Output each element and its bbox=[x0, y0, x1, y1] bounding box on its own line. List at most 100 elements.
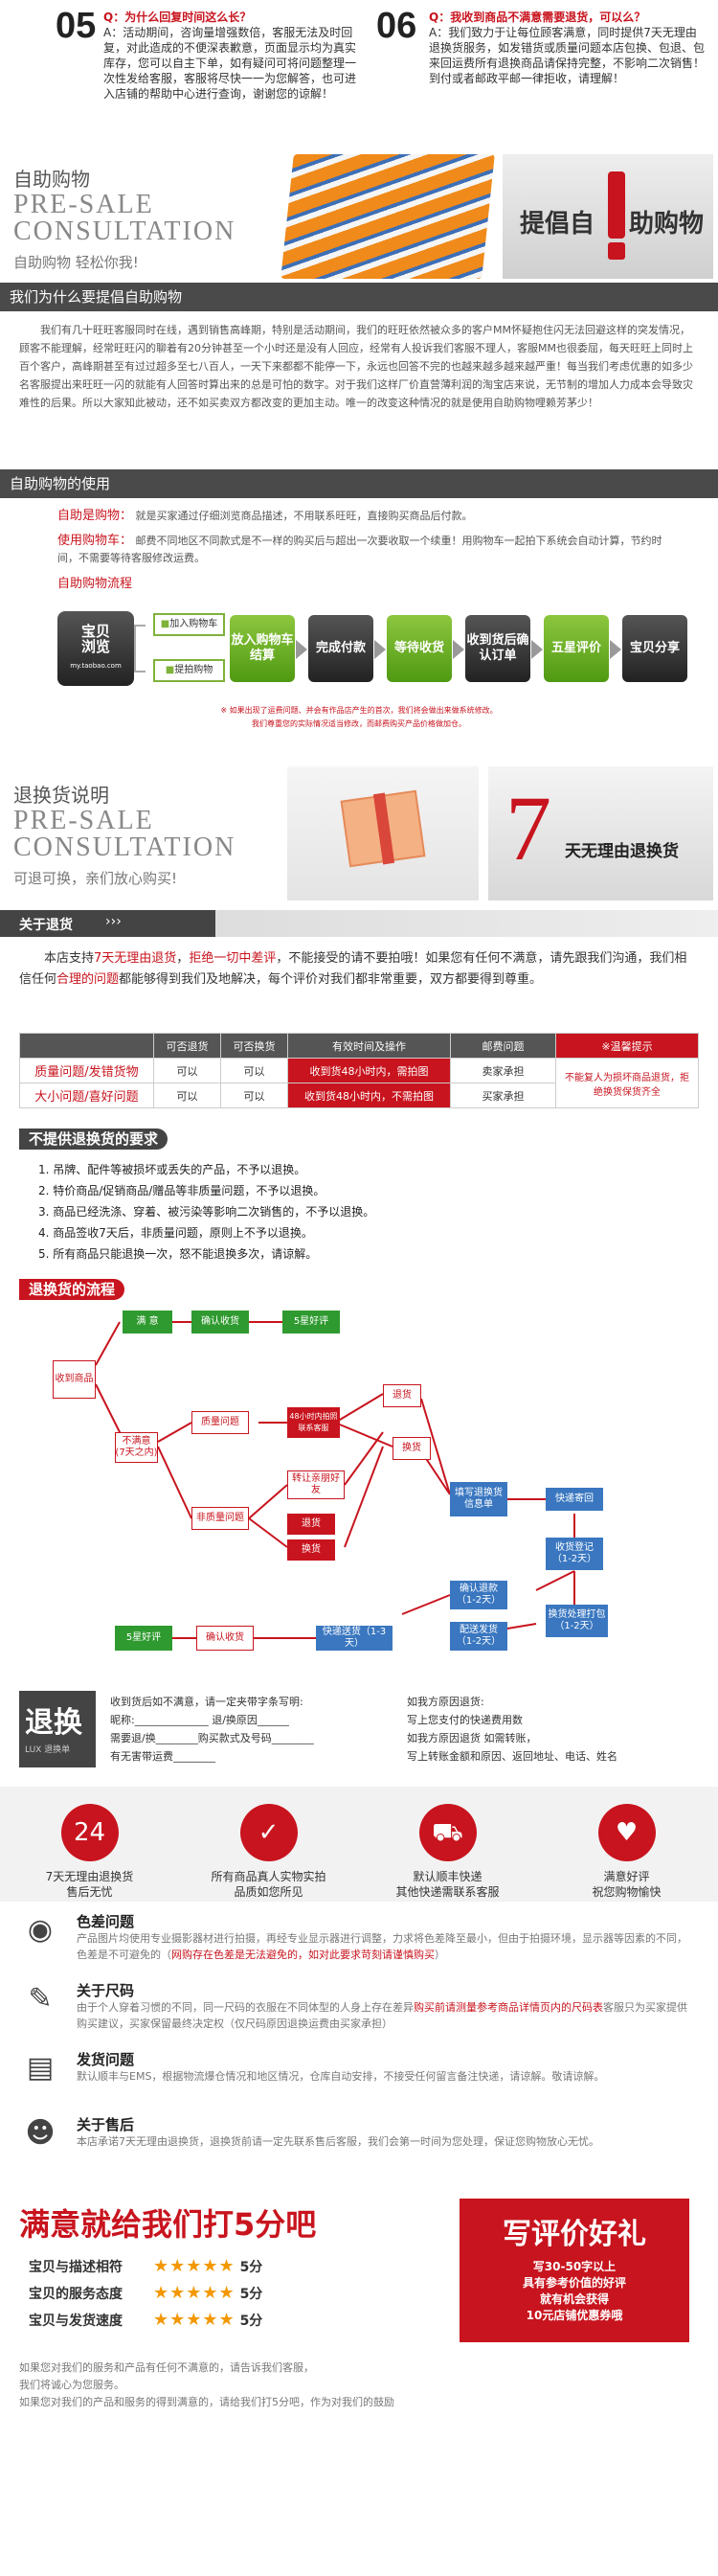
faq-question-6: Q：我收到商品不满意需要退货，可以么？ A：我们致力于让每位顾客满意，同时提供7… bbox=[429, 10, 707, 86]
rating-row: 宝贝的服务态度★★★★★ 5分 bbox=[29, 2281, 345, 2307]
flow-express: 快递送货（1-3天） bbox=[316, 1626, 393, 1651]
note-tail: ） bbox=[435, 1949, 445, 1961]
flow-option-direct: ■提拍购物 bbox=[153, 659, 225, 682]
use-line-1-text: 就是买家通过仔细浏览商品描述，不用联系旺旺，直接购买商品后付款。 bbox=[135, 510, 473, 522]
rating-row: 宝贝与描述相符★★★★★ 5分 bbox=[29, 2254, 345, 2280]
table-header-row: 可否退货 可否换货 有效时间及操作 邮费问题 ※温馨提示 bbox=[19, 1033, 699, 1059]
note-tail: 客服只为买家提供购买建议，买家保留最终决定权（仅尺码原因退换运费由买家承担） bbox=[77, 2001, 687, 2030]
rating-foot-2: 我们将诚心为您服务。 bbox=[19, 2379, 124, 2391]
seven-number: 7 bbox=[505, 777, 551, 879]
selfbuy-en-1: PRE-SALE bbox=[13, 190, 154, 219]
rule-item: 2. 特价商品/促销商品/赠品等非质量问题，不予以退换。 bbox=[38, 1184, 325, 1197]
about-hl-1: 7天无理由退货 bbox=[94, 951, 177, 966]
flow-arrow-1 bbox=[296, 640, 307, 659]
faq-answer-5: A：活动期间，咨询量增强数倍，客服无法及时回复，对此造成的不便深表歉意，页面显示… bbox=[103, 26, 357, 101]
rating-label: 宝贝与描述相符 bbox=[29, 2260, 123, 2275]
note-title: 发货问题 bbox=[77, 2051, 135, 2068]
table-header: 有效时间及操作 bbox=[287, 1033, 451, 1059]
flow-step-wait: 等待收货 bbox=[387, 615, 452, 682]
use-line-1-label: 自助是购物： bbox=[57, 509, 133, 523]
review-gift-badge: 写评价好礼 写30-50字以上 具有参考价值的好评 就有机会获得 10元店铺优惠… bbox=[460, 2199, 689, 2342]
tag-icon: ✓ bbox=[239, 1804, 298, 1861]
returns-banner: 退换货说明 PRE-SALE CONSULTATION 可退可换，亲们放心购买!… bbox=[0, 757, 718, 910]
table-cell: 收到货48小时内，不需拍图 bbox=[287, 1083, 451, 1108]
form-line: 写上转账金额和原因、返回地址、电话、姓名 bbox=[407, 1750, 617, 1763]
service-item: ♥ 满意好评 祝您购物愉快 bbox=[537, 1804, 716, 1900]
flow-courier: 配送发货（1-2天） bbox=[450, 1622, 507, 1651]
note-text: 默认顺丰与EMS，根据物流爆仓情况和地区情况，仓库自动安排，不接受任何留言备注快… bbox=[77, 2068, 689, 2085]
flow-arrow-5 bbox=[610, 640, 621, 659]
service-line-2: 品质如您所见 bbox=[234, 1885, 303, 1899]
service-line-2: 祝您购物愉快 bbox=[592, 1885, 662, 1899]
flow-confirm-2: 确认收货 bbox=[196, 1626, 254, 1651]
rule-item: 4. 商品签收7天后，非质量问题，原则上不予以退换。 bbox=[38, 1226, 313, 1240]
table-header: 可否换货 bbox=[220, 1033, 288, 1059]
rating-section: 满意就给我们打5分吧 宝贝与描述相符★★★★★ 5分 宝贝的服务态度★★★★★ … bbox=[0, 2189, 718, 2428]
flow-five-star-2: 5星好评 bbox=[115, 1626, 172, 1651]
use-title: 自助购物的使用 bbox=[0, 469, 718, 498]
rating-row: 宝贝与发货速度★★★★★ 5分 bbox=[29, 2308, 345, 2334]
about-text-b: ， bbox=[176, 951, 190, 966]
faq-number-6: 06 bbox=[376, 6, 417, 46]
use-line-2-label: 使用购物车： bbox=[57, 534, 133, 548]
flow-unsatisfied: 不满意 (7天之内) bbox=[115, 1432, 158, 1463]
return-flow-lines bbox=[95, 1321, 575, 1639]
seven-text: 天无理由退换货 bbox=[565, 842, 679, 861]
flow-note-1: ※ 如果出现了运费问题、并会有作品店产生的首次，我们将会做出来做系统修改。 bbox=[220, 706, 498, 715]
rating-score: 5分 bbox=[239, 2287, 263, 2302]
service-item: ✓ 所有商品真人实物实拍 品质如您所见 bbox=[179, 1804, 358, 1900]
faq-answer-6: A：我们致力于让每位顾客满意，同时提供7天无理由退换货服务，如发错货或质量问题本… bbox=[429, 26, 706, 85]
exclaim-icon bbox=[608, 171, 625, 239]
flow-option-cart-label: 加入购物车 bbox=[169, 619, 218, 629]
flow-note-2: 我们尊重您的实际情况适当修改，而邮费购买产品价格做加仓。 bbox=[252, 719, 466, 728]
flow-check-in: 收货登记（1-2天） bbox=[546, 1538, 603, 1570]
form-line: 需要退/换________购买款式及号码________ bbox=[110, 1732, 314, 1744]
table-cell: 收到货48小时内，需拍图 bbox=[287, 1058, 451, 1083]
about-hl-2: 拒绝一切中差评 bbox=[189, 951, 277, 966]
rules-title: 不提供退换货的要求 bbox=[19, 1128, 168, 1150]
truck-icon: ⛟ bbox=[418, 1804, 477, 1861]
flow-start-sub: my.taobao.com bbox=[70, 662, 122, 670]
flow-arrow-2 bbox=[374, 640, 386, 659]
flow-step-pay: 完成付款 bbox=[308, 615, 373, 682]
about-text-a: 本店支持 bbox=[44, 951, 95, 966]
note-text: 由于个人穿着习惯的不同，同一尺码的衣服在不同体型的人身上存在差异购买前请测量参考… bbox=[77, 1999, 689, 2032]
table-header: 可否退货 bbox=[153, 1033, 221, 1059]
about-returns-section: 关于退货 ››› 本店支持7天无理由退货，拒绝一切中差评，不能接受的请不要拍哦！… bbox=[0, 910, 718, 1121]
flow-arrow-4 bbox=[531, 640, 543, 659]
selfbuy-keyboard-image bbox=[280, 154, 495, 279]
selfbuy-slogan: 自助购物 轻松你我! bbox=[13, 254, 139, 271]
gift-box-image bbox=[287, 766, 479, 900]
shipping-icon: ▤ bbox=[26, 2051, 55, 2085]
use-line-3: 自助购物流程 bbox=[57, 577, 133, 591]
why-title: 我们为什么要提倡自助购物 bbox=[0, 283, 718, 311]
note-body: 默认顺丰与EMS，根据物流爆仓情况和地区情况，仓库自动安排，不接受任何留言备注快… bbox=[77, 2070, 605, 2083]
returns-slogan: 可退可换，亲们放心购买! bbox=[13, 870, 178, 887]
use-line-2: 使用购物车： 邮费不同地区不同款式是不一样的购买后与超出一次要收取一个续重！用购… bbox=[57, 533, 670, 567]
service-item: ⛟ 默认顺丰快递 其他快递需联系客服 bbox=[358, 1804, 537, 1900]
gift-title: 写评价好礼 bbox=[503, 2218, 646, 2251]
form-line: 有无害带运费________ bbox=[110, 1750, 215, 1763]
form-badge-text: 退换 bbox=[25, 1706, 82, 1740]
rating-score: 5分 bbox=[239, 2260, 263, 2275]
rating-foot-3: 如果您对我们的产品和服务的得到满意的，请给我们打5分吧，作为对我们的鼓励 bbox=[19, 2396, 394, 2408]
returns-cn-title: 退换货说明 bbox=[13, 784, 109, 807]
form-line: 如我方原因退货 如需转账， bbox=[407, 1732, 537, 1744]
rating-label: 宝贝的服务态度 bbox=[29, 2287, 123, 2302]
form-right: 如我方原因退货: 写上您支付的快递费用数 如我方原因退货 如需转账， 写上转账金… bbox=[407, 1693, 704, 1766]
rating-label: 宝贝与发货速度 bbox=[29, 2314, 123, 2329]
selfbuy-banner-badge: 提倡自 助购物 bbox=[503, 154, 713, 279]
flow-step-rate: 五星评价 bbox=[544, 615, 609, 682]
returns-table: 可否退货 可否换货 有效时间及操作 邮费问题 ※温馨提示 质量问题/发错货物 可… bbox=[19, 1033, 699, 1108]
flow-exchange-process: 换货处理打包（1-2天） bbox=[546, 1605, 608, 1637]
flow-option-line bbox=[134, 625, 146, 672]
use-line-2-text: 邮费不同地区不同款式是不一样的购买后与超出一次要收取一个续重！用购物车一起拍下系… bbox=[57, 535, 662, 564]
flow-confirm: 确认收货 bbox=[191, 1311, 249, 1334]
flow-confirm-refund: 确认退款（1-2天） bbox=[450, 1581, 507, 1609]
services-section: 24 7天无理由退换货 售后无忧 ✓ 所有商品真人实物实拍 品质如您所见 ⛟ 默… bbox=[0, 1787, 718, 1902]
flow-start-browse: 宝贝浏览 my.taobao.com bbox=[57, 611, 134, 686]
note-title: 关于尺码 bbox=[77, 1982, 135, 1999]
rule-item: 1. 吊牌、配件等被损坏或丢失的产品，不予以退换。 bbox=[38, 1163, 306, 1176]
seven-day-badge: 7 天无理由退换货 bbox=[488, 766, 713, 900]
flow-48h: 48小时内拍照联系客服 bbox=[287, 1407, 340, 1438]
